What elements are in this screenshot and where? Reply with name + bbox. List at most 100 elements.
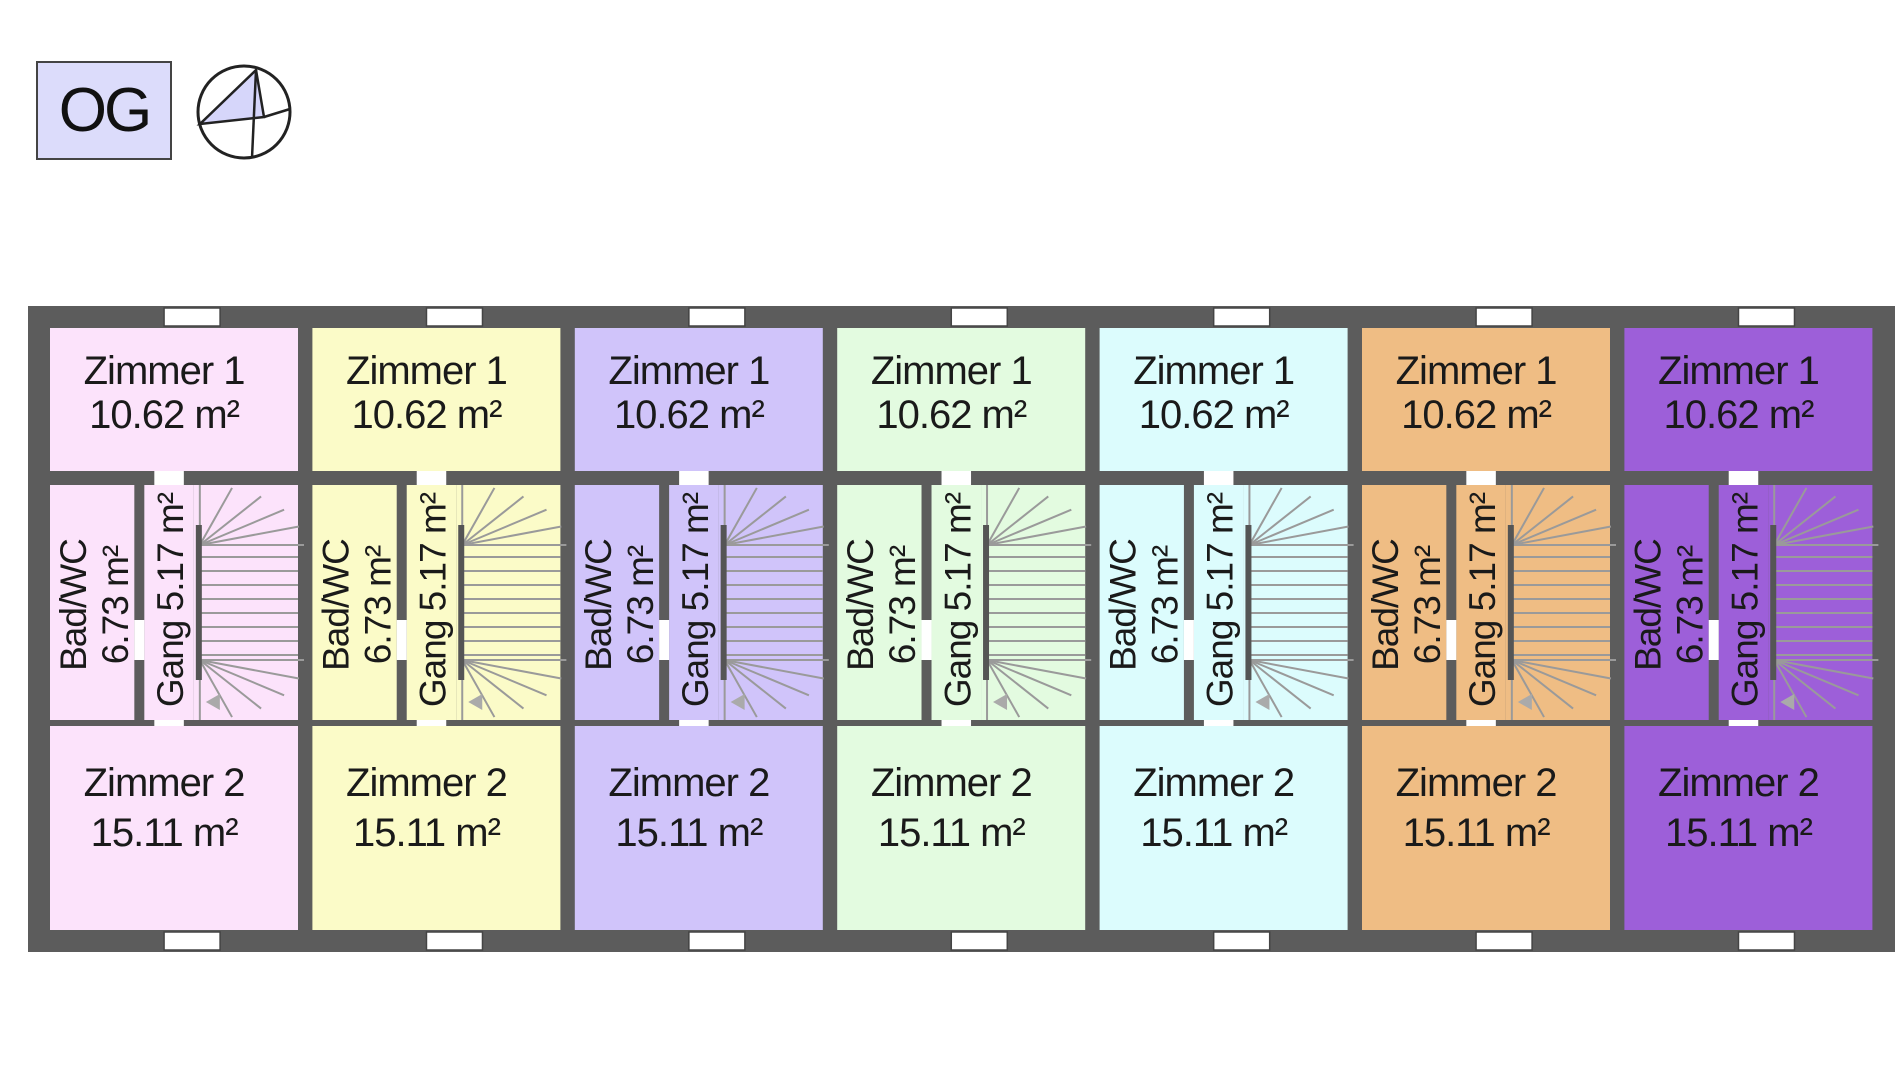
zimmer-1-area: 10.62 m² <box>1664 393 1815 437</box>
zimmer-1-label: Zimmer 1 <box>1658 349 1819 393</box>
stair-rail <box>1245 525 1252 680</box>
window <box>1475 931 1533 951</box>
stair-rail <box>983 525 990 680</box>
zimmer-1-area: 10.62 m² <box>89 393 240 437</box>
stair-area <box>456 485 561 720</box>
door-opening <box>1203 720 1234 726</box>
gang-name: Gang <box>1200 621 1241 708</box>
stair-rail <box>458 525 465 680</box>
bad-wc-room <box>1362 485 1447 720</box>
stair-rail <box>720 525 727 680</box>
window <box>1212 307 1271 327</box>
gang-name: Gang <box>675 621 716 708</box>
stair-area <box>981 485 1086 720</box>
stair-area <box>1505 485 1610 720</box>
gang-area: 5.17 m² <box>675 492 716 611</box>
stair-area <box>1768 485 1873 720</box>
bad-wc-label: Bad/WC <box>578 539 619 671</box>
bad-wc-label: Bad/WC <box>1627 539 1668 671</box>
zimmer-1-room <box>1362 328 1610 471</box>
staircase-icon <box>1773 485 1879 720</box>
zimmer-1-area: 10.62 m² <box>1139 393 1290 437</box>
gang-name: Gang <box>412 621 453 708</box>
door-opening <box>1183 620 1194 660</box>
bad-wc-area: 6.73 m² <box>1145 545 1186 664</box>
stair-rail <box>1507 525 1514 680</box>
gang-name: Gang <box>1724 621 1765 708</box>
bad-wc-room <box>50 485 135 720</box>
window <box>163 307 221 327</box>
gang-room <box>406 485 457 720</box>
zimmer-2-room <box>837 726 1086 930</box>
door-opening <box>154 471 184 485</box>
bad-wc-label: Bad/WC <box>53 539 94 671</box>
zimmer-1-label: Zimmer 1 <box>871 349 1032 393</box>
gang-label: Gang 5.17 m² <box>1724 492 1765 707</box>
bad-wc-area: 6.73 m² <box>357 545 398 664</box>
bad-wc-area: 6.73 m² <box>1407 545 1448 664</box>
zimmer-2-room <box>1099 726 1348 930</box>
window <box>1737 931 1796 951</box>
bad-wc-label: Bad/WC <box>315 539 356 671</box>
zimmer-1-area: 10.62 m² <box>614 393 765 437</box>
zimmer-2-area: 15.11 m² <box>353 811 501 855</box>
door-opening <box>1728 471 1759 485</box>
zimmer-2-label: Zimmer 2 <box>346 761 507 805</box>
window <box>1212 931 1271 951</box>
zimmer-2-area: 15.11 m² <box>91 811 239 855</box>
bad-wc-room <box>837 485 922 720</box>
gang-label: Gang 5.17 m² <box>675 492 716 707</box>
door-opening <box>1466 720 1496 726</box>
door-opening <box>941 720 972 726</box>
bad-wc-label: Bad/WC <box>840 539 881 671</box>
zimmer-1-room <box>50 328 298 471</box>
bad-wc-room <box>1624 485 1709 720</box>
stair-area <box>193 485 298 720</box>
staircase-icon <box>1248 485 1354 720</box>
stair-arrow-icon <box>1780 694 1795 710</box>
zimmer-2-area: 15.11 m² <box>1403 811 1551 855</box>
door-opening <box>679 720 709 726</box>
door-opening <box>416 471 447 485</box>
gang-area: 5.17 m² <box>1200 492 1241 611</box>
gang-name: Gang <box>150 621 191 708</box>
zimmer-1-label: Zimmer 1 <box>608 349 769 393</box>
window <box>425 931 484 951</box>
zimmer-1-area: 10.62 m² <box>1401 393 1552 437</box>
door-opening <box>1728 720 1759 726</box>
window <box>950 931 1009 951</box>
gang-label: Gang 5.17 m² <box>412 492 453 707</box>
zimmer-2-room <box>50 726 298 930</box>
gang-room <box>1718 485 1769 720</box>
bad-wc-label: Bad/WC <box>1103 539 1144 671</box>
stair-arrow-icon <box>1255 694 1270 710</box>
door-opening <box>659 620 670 660</box>
zimmer-2-room <box>574 726 823 930</box>
zimmer-1-label: Zimmer 1 <box>1396 349 1557 393</box>
door-opening <box>396 620 407 660</box>
bad-wc-area: 6.73 m² <box>882 545 923 664</box>
gang-name: Gang <box>937 621 978 708</box>
zimmer-1-room <box>312 328 561 471</box>
gang-area: 5.17 m² <box>937 492 978 611</box>
window <box>1475 307 1533 327</box>
gang-room <box>669 485 719 720</box>
door-opening <box>921 620 932 660</box>
zimmer-2-label: Zimmer 2 <box>1396 761 1557 805</box>
bad-wc-area: 6.73 m² <box>95 545 136 664</box>
zimmer-2-area: 15.11 m² <box>1140 811 1288 855</box>
window <box>1737 307 1796 327</box>
gang-label: Gang 5.17 m² <box>1200 492 1241 707</box>
door-opening <box>134 620 145 660</box>
door-opening <box>154 720 184 726</box>
zimmer-1-label: Zimmer 1 <box>1133 349 1294 393</box>
stair-area <box>1243 485 1348 720</box>
stair-arrow-icon <box>993 694 1008 710</box>
zimmer-2-label: Zimmer 2 <box>1133 761 1294 805</box>
stair-arrow-icon <box>1517 694 1532 710</box>
